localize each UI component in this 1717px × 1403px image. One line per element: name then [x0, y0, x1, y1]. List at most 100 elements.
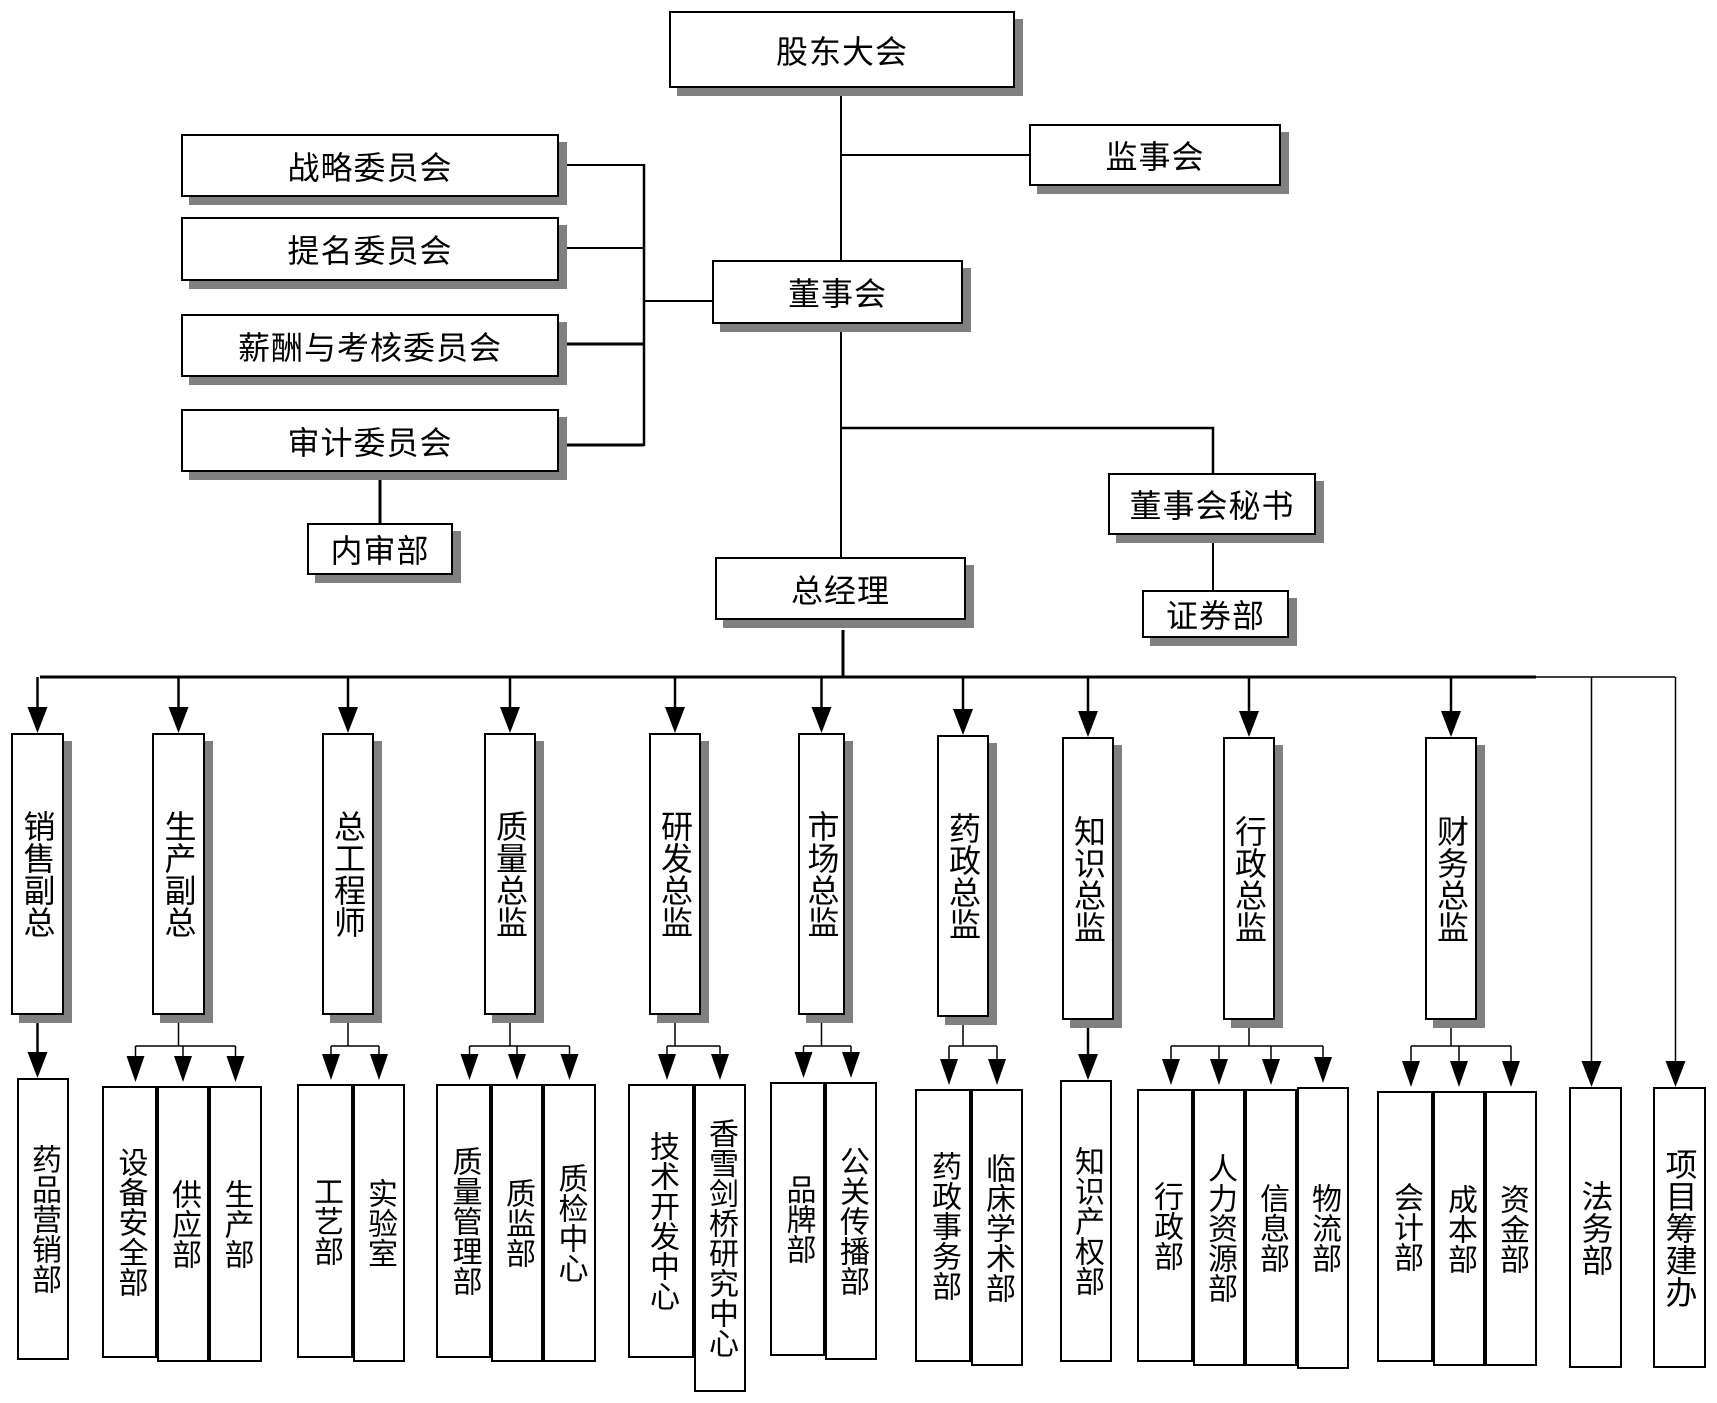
- department-box[interactable]: 药政事务部: [915, 1089, 971, 1362]
- arrow-down-icon: [1239, 711, 1259, 737]
- arrow-down-icon: [1402, 1061, 1420, 1087]
- arrow-down-icon: [1078, 711, 1098, 737]
- department-box[interactable]: 技术开发中心: [628, 1084, 694, 1358]
- internal-audit-box[interactable]: 内审部: [307, 523, 453, 575]
- committee-nomination-box[interactable]: 提名委员会: [181, 217, 559, 281]
- arrow-down-icon: [560, 1054, 579, 1080]
- shareholders-box[interactable]: 股东大会: [669, 11, 1015, 88]
- board-box[interactable]: 董事会: [712, 260, 963, 324]
- department-box[interactable]: 设备安全部: [102, 1086, 157, 1358]
- director-box[interactable]: 质量总监: [484, 733, 536, 1015]
- department-box[interactable]: 信息部: [1245, 1089, 1297, 1366]
- department-box[interactable]: 质量管理部: [436, 1084, 491, 1358]
- arrow-down-icon: [811, 707, 832, 733]
- department-box[interactable]: 人力资源部: [1193, 1089, 1245, 1366]
- general-manager-box[interactable]: 总经理: [715, 557, 966, 620]
- director-label: 研发总监: [656, 810, 694, 938]
- department-label: 会计部: [1388, 1181, 1423, 1272]
- director-label: 财务总监: [1432, 814, 1470, 943]
- department-label: 项目筹建办: [1660, 1147, 1699, 1308]
- direct-department-box[interactable]: 法务部: [1569, 1087, 1622, 1368]
- department-label: 信息部: [1254, 1182, 1289, 1273]
- department-box[interactable]: 物流部: [1297, 1087, 1349, 1369]
- director-box[interactable]: 药政总监: [937, 735, 989, 1017]
- department-box[interactable]: 生产部: [209, 1086, 262, 1362]
- department-label: 工艺部: [308, 1176, 343, 1266]
- director-label: 知识总监: [1069, 814, 1107, 943]
- department-box[interactable]: 会计部: [1377, 1091, 1433, 1362]
- department-label: 质监部: [500, 1178, 535, 1268]
- arrow-down-icon: [1502, 1061, 1520, 1087]
- department-label: 品牌部: [780, 1174, 816, 1264]
- arrow-down-icon: [658, 1054, 676, 1080]
- department-box[interactable]: 工艺部: [297, 1084, 353, 1358]
- arrow-down-icon: [174, 1056, 192, 1082]
- department-label: 质检中心: [552, 1163, 588, 1283]
- department-label: 香雪剑桥研究中心: [703, 1118, 738, 1358]
- arrow-down-icon: [1078, 1054, 1098, 1080]
- department-box[interactable]: 资金部: [1485, 1091, 1537, 1366]
- arrow-down-icon: [1581, 1061, 1602, 1087]
- department-box[interactable]: 知识产权部: [1060, 1080, 1112, 1362]
- arrow-down-icon: [460, 1054, 479, 1080]
- director-box[interactable]: 财务总监: [1425, 737, 1477, 1020]
- director-label: 质量总监: [491, 810, 529, 938]
- department-label: 知识产权部: [1069, 1146, 1104, 1296]
- director-box[interactable]: 生产副总: [152, 733, 205, 1015]
- department-label: 物流部: [1306, 1183, 1341, 1273]
- arrow-down-icon: [27, 1052, 48, 1078]
- arrow-down-icon: [1450, 1061, 1468, 1087]
- arrow-down-icon: [1210, 1059, 1228, 1085]
- department-label: 药政事务部: [926, 1150, 961, 1301]
- department-label: 质量管理部: [446, 1146, 482, 1296]
- securities-dept-box[interactable]: 证券部: [1142, 590, 1289, 638]
- committee-compensation-box[interactable]: 薪酬与考核委员会: [181, 314, 559, 377]
- department-box[interactable]: 品牌部: [770, 1082, 825, 1356]
- department-box[interactable]: 成本部: [1433, 1091, 1485, 1366]
- department-box[interactable]: 供应部: [157, 1086, 209, 1362]
- arrow-down-icon: [1162, 1059, 1180, 1085]
- supervisors-label: 监事会: [1105, 138, 1205, 176]
- department-label: 设备安全部: [112, 1147, 148, 1297]
- director-box[interactable]: 销售副总: [11, 733, 64, 1015]
- department-box[interactable]: 实验室: [353, 1084, 405, 1362]
- arrow-down-icon: [27, 707, 48, 733]
- committee-label: 审计委员会: [287, 423, 453, 462]
- director-label: 行政总监: [1230, 814, 1268, 943]
- department-label: 资金部: [1494, 1183, 1529, 1274]
- department-box[interactable]: 质监部: [491, 1084, 543, 1362]
- director-box[interactable]: 知识总监: [1062, 737, 1114, 1020]
- department-box[interactable]: 药品营销部: [17, 1078, 69, 1360]
- department-box[interactable]: 香雪剑桥研究中心: [694, 1084, 746, 1392]
- department-label: 供应部: [166, 1179, 201, 1269]
- dynamic-connectors: [27, 677, 1686, 1087]
- arrow-down-icon: [500, 707, 520, 733]
- direct-department-box[interactable]: 项目筹建办: [1653, 1087, 1706, 1368]
- department-label: 临床学术部: [980, 1152, 1015, 1303]
- arrow-down-icon: [1665, 1061, 1686, 1087]
- director-label: 总工程师: [329, 810, 367, 938]
- securities-dept-label: 证券部: [1165, 597, 1265, 635]
- arrow-down-icon: [988, 1059, 1006, 1085]
- director-box[interactable]: 市场总监: [798, 733, 845, 1015]
- board-secretary-box[interactable]: 董事会秘书: [1108, 473, 1316, 535]
- director-box[interactable]: 行政总监: [1223, 737, 1275, 1020]
- department-box[interactable]: 行政部: [1137, 1089, 1193, 1362]
- supervisors-box[interactable]: 监事会: [1029, 124, 1281, 186]
- arrow-down-icon: [842, 1052, 860, 1078]
- director-box[interactable]: 研发总监: [649, 733, 701, 1015]
- arrow-down-icon: [794, 1052, 813, 1078]
- department-box[interactable]: 临床学术部: [971, 1089, 1023, 1366]
- department-label: 法务部: [1576, 1179, 1615, 1276]
- committee-strategy-box[interactable]: 战略委员会: [181, 134, 559, 197]
- arrow-down-icon: [665, 707, 685, 733]
- arrow-down-icon: [940, 1059, 958, 1085]
- arrow-down-icon: [1314, 1057, 1332, 1083]
- department-box[interactable]: 公关传播部: [825, 1082, 877, 1360]
- director-box[interactable]: 总工程师: [322, 733, 374, 1015]
- committee-audit-box[interactable]: 审计委员会: [181, 409, 559, 472]
- director-label: 药政总监: [944, 812, 982, 940]
- line-board-secretary: [841, 426, 1215, 473]
- department-box[interactable]: 质检中心: [543, 1084, 596, 1362]
